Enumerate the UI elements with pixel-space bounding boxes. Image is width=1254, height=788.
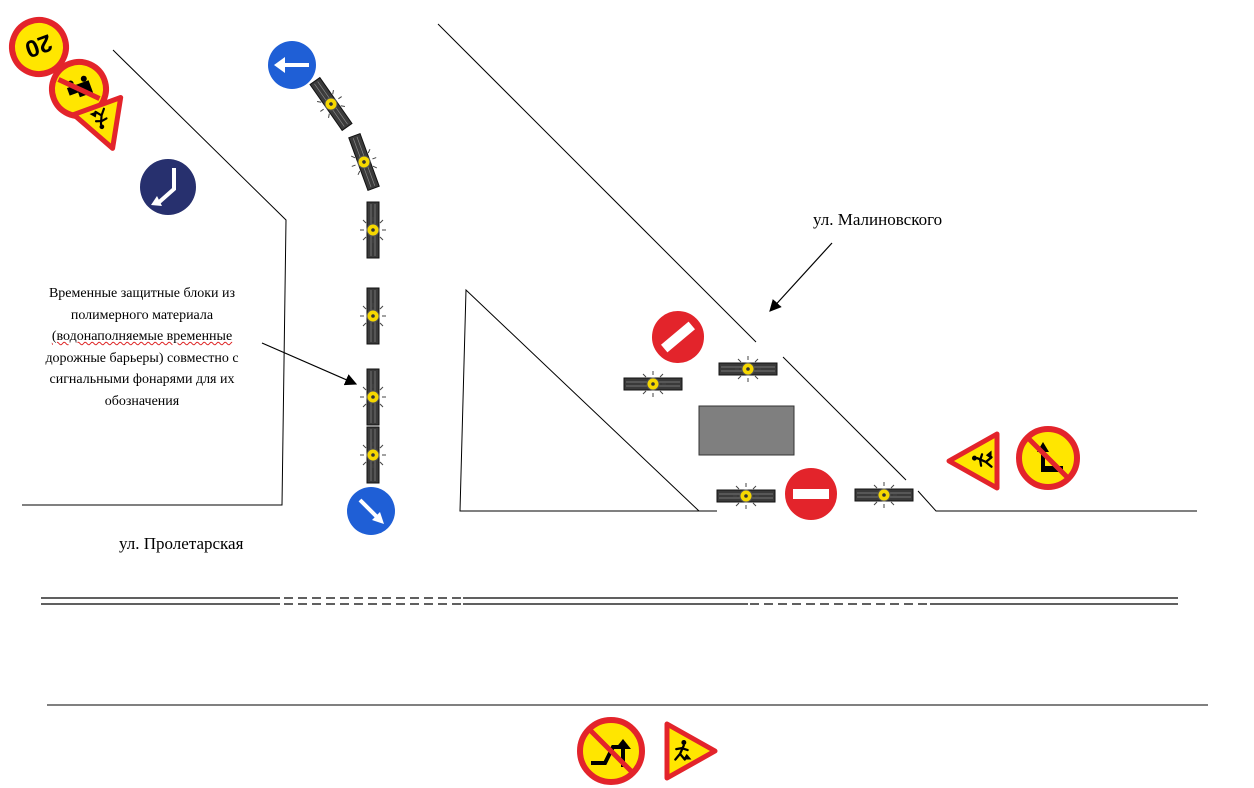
water-barrier-block-icon: [360, 427, 386, 483]
speed-limit-20-sign: 20: [9, 17, 69, 77]
note-line: сигнальными фонарями для их: [49, 372, 235, 387]
water-barrier-block-icon: [342, 131, 386, 193]
water-barrier-block-icon: [304, 74, 357, 135]
note-line: полимерного материала: [70, 307, 214, 323]
note-line: дорожные барьеры) совместно с: [45, 350, 239, 366]
malinovskogo-corner: [917, 490, 1197, 512]
water-barrier-block-icon: [717, 483, 775, 509]
road-works-sign: [946, 431, 1000, 491]
water-barrier-block-icon: [360, 369, 386, 425]
malinovskogo-lower-edge: [782, 356, 907, 481]
no-entry-sign: [650, 309, 706, 365]
water-barrier-block-icon: [719, 356, 777, 382]
triangular-island: [459, 288, 701, 512]
road-outlines: [22, 23, 1208, 706]
no-u-turn-sign: [577, 717, 645, 785]
water-barrier-block-icon: [624, 371, 682, 397]
keep-left-sign: [268, 41, 316, 89]
water-barrier-block-icon: [855, 482, 913, 508]
street-label-proletarskaya: ул. Пролетарская: [119, 534, 244, 553]
detour-turn-sign: [140, 159, 196, 215]
road-works-sign: [71, 94, 124, 151]
note-line: Временные защитные блоки из: [48, 286, 236, 301]
water-barrier-block-icon: [360, 288, 386, 344]
malinovskogo-pointer-arrow: [769, 242, 833, 312]
water-barrier-block-icon: [360, 202, 386, 258]
malinovskogo-upper-edge: [437, 23, 757, 343]
barrier-note-text: Временные защитные блоки из полимерного …: [22, 283, 262, 412]
no-trucks-sign: [49, 59, 109, 119]
center-line-markings: [41, 597, 1178, 605]
note-line: (водонаполняемые временные: [51, 329, 233, 344]
road-works-sign: [664, 721, 718, 781]
barrier-column: [304, 74, 386, 483]
no-entry-sign: [783, 466, 839, 522]
street-label-malinovskogo: ул. Малиновского: [813, 210, 943, 229]
keep-right-sign: [347, 487, 395, 535]
no-overtaking-sign: [1016, 426, 1080, 490]
left-block-boundary: [22, 49, 287, 506]
work-zone-area: [698, 405, 795, 456]
note-line: обозначения: [104, 393, 180, 409]
note-pointer-arrow: [261, 342, 358, 386]
